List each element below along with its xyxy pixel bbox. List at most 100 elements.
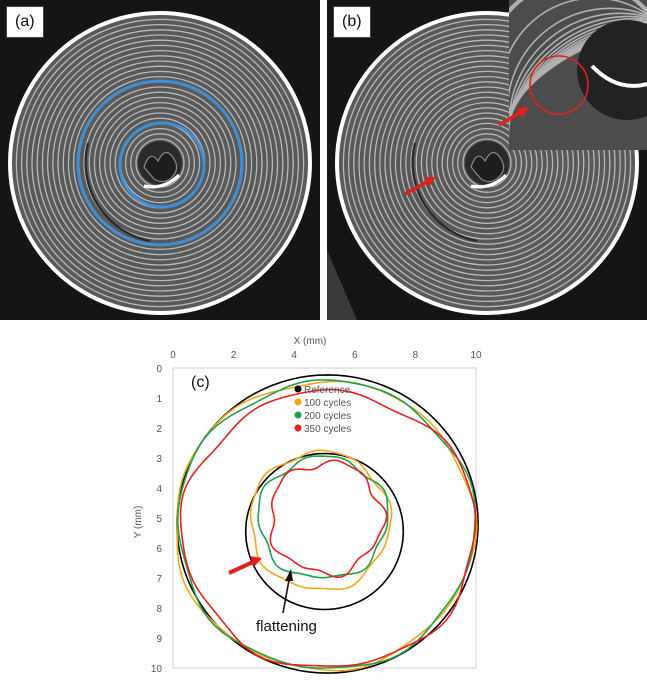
winding-layer xyxy=(410,86,564,240)
curve-200-cycles-inner xyxy=(257,455,389,579)
inset-collector xyxy=(590,64,647,88)
curve-350-cycles-inner xyxy=(269,459,388,579)
curve-reference-inner xyxy=(244,452,405,611)
y-tick-label: 0 xyxy=(156,364,162,375)
y-tick-label: 3 xyxy=(156,454,162,465)
winding-layer xyxy=(457,133,517,193)
winding-layer xyxy=(425,101,549,225)
defect-line xyxy=(411,142,478,243)
y-tick-label: 5 xyxy=(156,514,162,525)
winding-layer xyxy=(342,18,632,308)
ct-image-panel-b: (b) xyxy=(327,0,647,320)
annotation-flattening: flattening xyxy=(256,618,317,635)
winding-layer xyxy=(379,55,595,271)
outer-casing xyxy=(8,11,312,315)
legend-label: Reference xyxy=(304,385,351,396)
winding-layer xyxy=(389,65,585,261)
winding-layer xyxy=(363,39,611,287)
y-tick-label: 10 xyxy=(151,664,163,675)
winding-layer xyxy=(20,23,300,303)
winding-layer xyxy=(347,23,627,303)
arrow-red-chart xyxy=(228,556,262,575)
legend-marker xyxy=(294,411,302,419)
inset-layer xyxy=(509,7,647,130)
inset-layer xyxy=(509,12,647,128)
current-collector xyxy=(470,173,508,189)
y-tick-label: 4 xyxy=(156,484,162,495)
reference-ring-inner xyxy=(118,121,206,209)
ct-cross-section-b xyxy=(327,0,647,320)
inset-core xyxy=(577,20,647,120)
image-border xyxy=(327,250,357,320)
winding-layer xyxy=(67,70,253,256)
winding-layer xyxy=(420,96,554,230)
winding-layer xyxy=(15,18,305,308)
legend-label: 200 cycles xyxy=(304,411,351,422)
winding-layer xyxy=(62,65,258,261)
legend-marker xyxy=(294,424,302,432)
panel-label-c: (c) xyxy=(191,374,210,391)
winding-layer xyxy=(52,55,268,271)
winding-layer xyxy=(446,122,528,204)
panel-label-a: (a) xyxy=(6,6,44,38)
winding-layer xyxy=(399,75,575,251)
y-tick-label: 1 xyxy=(156,394,162,405)
legend-label: 100 cycles xyxy=(304,398,351,409)
winding-layer xyxy=(373,49,601,277)
y-tick-label: 2 xyxy=(156,424,162,435)
panel-label-b: (b) xyxy=(333,6,371,38)
inset-layer xyxy=(509,0,647,137)
winding-layer xyxy=(441,117,533,209)
core-electrode xyxy=(143,151,178,183)
winding-layer xyxy=(83,86,237,240)
winding-layer xyxy=(46,49,274,277)
winding-layer xyxy=(431,107,543,219)
inset-layer xyxy=(509,15,647,127)
current-collector xyxy=(143,173,181,189)
reference-ring-outer xyxy=(76,79,244,247)
x-tick-label: 2 xyxy=(231,350,237,361)
ct-cross-section-a xyxy=(8,11,312,315)
winding-layer xyxy=(41,44,279,282)
x-tick-label: 6 xyxy=(352,350,358,361)
winding-layer xyxy=(104,107,216,219)
x-tick-label: 8 xyxy=(413,350,419,361)
winding-layer xyxy=(36,39,284,287)
legend-marker xyxy=(294,398,302,406)
winding-layer xyxy=(98,101,222,225)
winding-layer xyxy=(31,34,289,292)
y-tick-label: 6 xyxy=(156,544,162,555)
inset-layer xyxy=(509,0,647,133)
inset-highlight-circle xyxy=(529,55,589,115)
x-tick-label: 10 xyxy=(470,350,482,361)
x-tick-label: 4 xyxy=(291,350,297,361)
zoom-inset xyxy=(509,0,647,150)
curve-350-cycles-outer xyxy=(179,388,477,667)
arrow-black-chart xyxy=(282,569,293,614)
winding-layer xyxy=(57,60,263,266)
winding-layer xyxy=(130,133,190,193)
y-tick-label: 7 xyxy=(156,574,162,585)
arrow-red-inset xyxy=(498,107,529,127)
winding-layer xyxy=(26,29,294,297)
ct-image-panel-a: (a) xyxy=(0,0,320,320)
y-tick-label: 8 xyxy=(156,604,162,615)
winding-layer xyxy=(436,112,538,214)
winding-layer xyxy=(124,127,196,199)
winding-layer xyxy=(88,91,232,235)
winding-layer xyxy=(93,96,227,230)
x-axis-title: X (mm) xyxy=(294,336,327,347)
defect-line xyxy=(84,142,151,243)
legend-marker xyxy=(294,385,302,393)
winding-layer xyxy=(72,75,248,251)
winding-layer xyxy=(358,34,616,292)
outer-casing xyxy=(335,11,639,315)
arrow-red-defect xyxy=(404,177,436,196)
curve-100-cycles-inner xyxy=(249,449,393,591)
winding-layer xyxy=(415,91,559,235)
y-axis-title: Y (mm) xyxy=(133,506,144,539)
winding-layer xyxy=(451,127,523,199)
y-tick-label: 9 xyxy=(156,634,162,645)
